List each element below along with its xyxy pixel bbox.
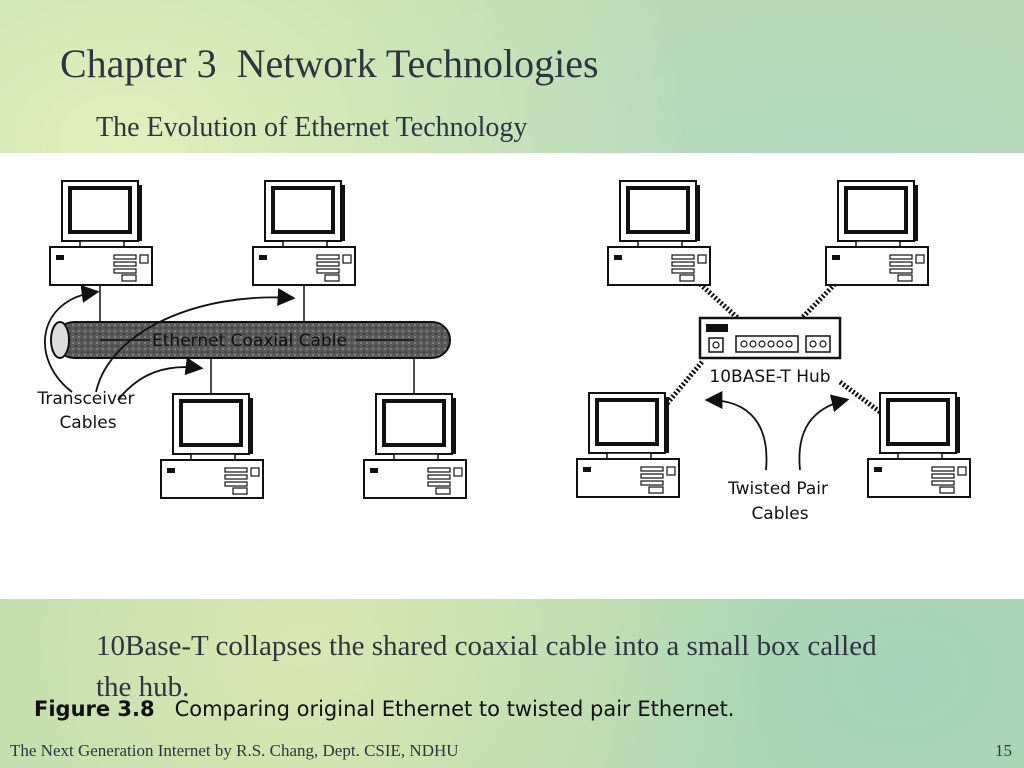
- computer-icon: [606, 179, 712, 287]
- figure-panel: Ethernet Coaxial Cable Transceiver Cable…: [0, 153, 1024, 721]
- ethernet-comparison-diagram: Ethernet Coaxial Cable Transceiver Cable…: [37, 179, 972, 524]
- slide-subtitle: The Evolution of Ethernet Technology: [96, 112, 528, 143]
- computer-icon: [362, 392, 468, 500]
- computer-icon: [48, 179, 154, 287]
- twisted-pair-label-line2: Cables: [751, 504, 808, 524]
- computer-icon: [866, 391, 972, 499]
- slide-body-text: 10Base-T collapses the shared coaxial ca…: [96, 630, 877, 703]
- transceiver-label-line1: Transceiver: [37, 389, 135, 409]
- ethernet-coaxial-cable: [50, 321, 451, 359]
- page-number: 15: [995, 741, 1012, 760]
- coax-network-diagram: Ethernet Coaxial Cable Transceiver Cable…: [37, 179, 468, 500]
- hub-label: 10BASE-T Hub: [709, 367, 830, 387]
- computer-icon: [159, 392, 265, 500]
- footer-credit: The Next Generation Internet by R.S. Cha…: [10, 741, 459, 760]
- twisted-pair-network-diagram: 10BASE-T Hub Twisted Pair Cables: [575, 179, 972, 524]
- figure-caption: Figure 3.8 Comparing original Ethernet to…: [34, 697, 734, 721]
- coax-cable-label: Ethernet Coaxial Cable: [152, 331, 347, 351]
- transceiver-label-line2: Cables: [59, 413, 116, 433]
- twisted-pair-label-line1: Twisted Pair: [727, 479, 828, 499]
- computer-icon: [575, 391, 681, 499]
- figure-number: Figure 3.8: [34, 697, 155, 721]
- figure-caption-text: Comparing original Ethernet to twisted p…: [174, 697, 735, 721]
- hub-device: [698, 316, 842, 360]
- computer-icon: [251, 179, 357, 287]
- computer-icon: [824, 179, 930, 287]
- slide-title: Chapter 3 Network Technologies: [60, 41, 599, 86]
